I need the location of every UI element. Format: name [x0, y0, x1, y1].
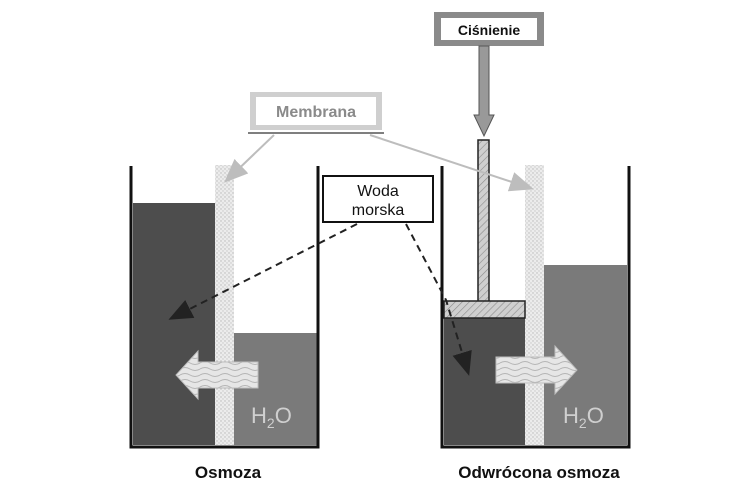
right-beaker-walls	[440, 166, 631, 449]
seawater-label-line1: Woda	[357, 183, 399, 200]
pressure-callout: Ciśnienie	[434, 12, 544, 138]
left-flow-arrow	[175, 349, 259, 401]
left-beaker-walls	[129, 166, 320, 449]
left-water-o: O	[275, 403, 292, 428]
left-freshwater	[234, 333, 317, 445]
piston-rod	[477, 139, 490, 303]
right-flow-arrow	[495, 344, 578, 396]
right-water-sub: 2	[579, 415, 587, 431]
membrane-pointer-right	[369, 134, 534, 192]
left-water-h: H	[251, 403, 267, 428]
left-water-sub: 2	[267, 415, 275, 431]
pressure-arrow	[473, 45, 495, 138]
caption-reverse-osmosis: Odwrócona osmoza	[458, 463, 620, 482]
seawater-pointer-left	[168, 223, 358, 320]
membrane-box-inner	[256, 97, 376, 125]
left-seawater	[133, 203, 215, 445]
right-membrane	[525, 165, 544, 445]
caption-osmosis: Osmoza	[195, 463, 262, 482]
pressure-box-inner	[441, 18, 537, 40]
left-water-label: H2O	[251, 403, 292, 431]
membrane-label: Membrana	[276, 104, 356, 121]
membrane-callout: Membrana	[224, 92, 534, 192]
left-membrane	[215, 165, 234, 445]
right-water-o: O	[587, 403, 604, 428]
right-water-h: H	[563, 403, 579, 428]
seawater-box	[322, 175, 434, 223]
seawater-pointer-right	[405, 223, 472, 376]
seawater-callout: Woda morska	[168, 175, 472, 376]
right-water-label: H2O	[563, 403, 604, 431]
membrane-pointer-left	[224, 134, 275, 183]
seawater-label-line2: morska	[352, 202, 405, 219]
pressure-label: Ciśnienie	[458, 22, 520, 38]
right-beaker: H2O	[440, 139, 631, 449]
piston-plate	[443, 300, 526, 319]
left-beaker: H2O	[129, 165, 320, 449]
